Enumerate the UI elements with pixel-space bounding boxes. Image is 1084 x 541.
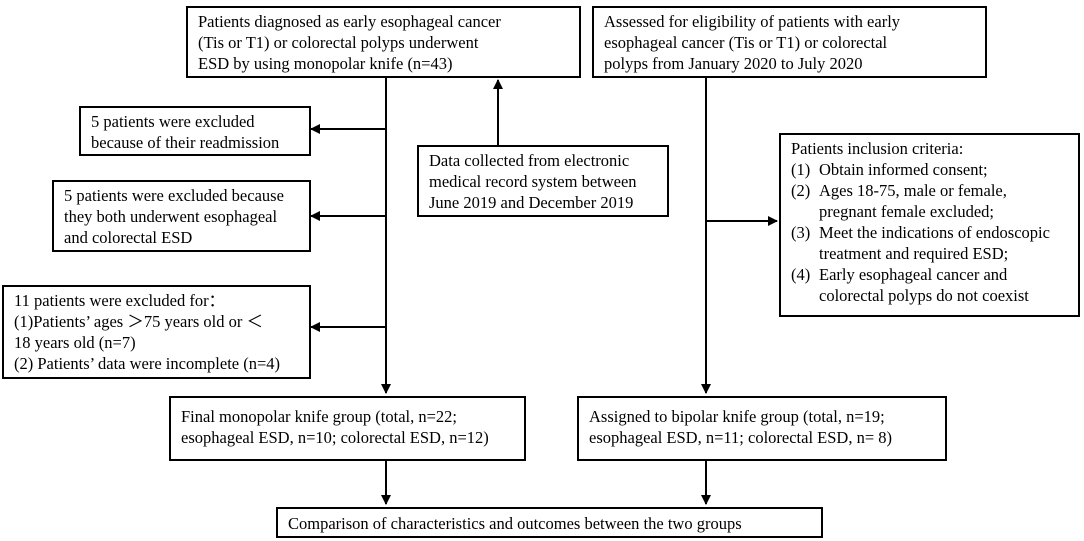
box-exclusion-age-data: 11 patients were excluded for： (1)Patien… [2, 285, 311, 379]
box-comparison: Comparison of characteristics and outcom… [276, 507, 823, 538]
box-line: because of their readmission [91, 133, 280, 152]
box-bipolar-group: Assigned to bipolar knife group (total, … [577, 396, 947, 461]
box-line: 11 patients were excluded for： [14, 291, 226, 310]
box-line: (2) Patients’ data were incomplete (n=4) [14, 354, 281, 373]
inclusion-item-continued: treatment and required ESD; [819, 244, 1009, 263]
box-line: Data collected from electronic [429, 151, 630, 170]
box-line: Assessed for eligibility of patients wit… [604, 12, 901, 31]
box-inclusion-criteria: Patients inclusion criteria: (1)Obtain i… [779, 133, 1080, 317]
box-line: they both underwent esophageal [64, 207, 278, 226]
box-line: and colorectal ESD [64, 228, 193, 247]
box-exclusion-readmission: 5 patients were excluded because of thei… [79, 106, 311, 156]
inclusion-item: (2)Ages 18-75, male or female, [791, 181, 1007, 200]
box-monopolar-group: Final monopolar knife group (total, n=22… [169, 396, 526, 461]
box-line: (Tis or T1) or colorectal polyps underwe… [198, 33, 479, 52]
inclusion-item: (3)Meet the indications of endoscopic [791, 223, 1050, 242]
box-monopolar-source: Patients diagnosed as early esophageal c… [186, 6, 581, 78]
box-line: Patients diagnosed as early esophageal c… [198, 12, 501, 31]
box-line: esophageal ESD, n=11; colorectal ESD, n=… [589, 428, 893, 447]
box-line: 5 patients were excluded [91, 112, 255, 131]
box-line: 18 years old (n=7) [14, 333, 136, 352]
inclusion-item: (4)Early esophageal cancer and [791, 265, 1008, 284]
box-line: polyps from January 2020 to July 2020 [604, 54, 863, 73]
box-line: 5 patients were excluded because [64, 186, 284, 205]
inclusion-item-continued: pregnant female excluded; [819, 202, 994, 221]
box-line: June 2019 and December 2019 [429, 193, 634, 212]
box-line: Final monopolar knife group (total, n=22… [181, 407, 458, 426]
inclusion-item-continued: colorectal polyps do not coexist [819, 286, 1029, 305]
box-line: ESD by using monopolar knife (n=43) [198, 54, 453, 73]
box-line: medical record system between [429, 172, 637, 191]
box-line: esophageal ESD, n=10; colorectal ESD, n=… [181, 428, 489, 447]
box-line: (1)Patients’ ages ＞75 years old or ＜ [14, 312, 263, 331]
box-line: Comparison of characteristics and outcom… [288, 514, 742, 533]
box-line: Assigned to bipolar knife group (total, … [589, 407, 885, 426]
box-eligibility-assessment: Assessed for eligibility of patients wit… [592, 6, 987, 78]
inclusion-title: Patients inclusion criteria: [791, 139, 964, 158]
inclusion-item: (1)Obtain informed consent; [791, 160, 988, 179]
box-data-source: Data collected from electronic medical r… [417, 145, 669, 217]
box-exclusion-both-esd: 5 patients were excluded because they bo… [52, 180, 311, 252]
box-line: esophageal cancer (Tis or T1) or colorec… [604, 33, 888, 52]
